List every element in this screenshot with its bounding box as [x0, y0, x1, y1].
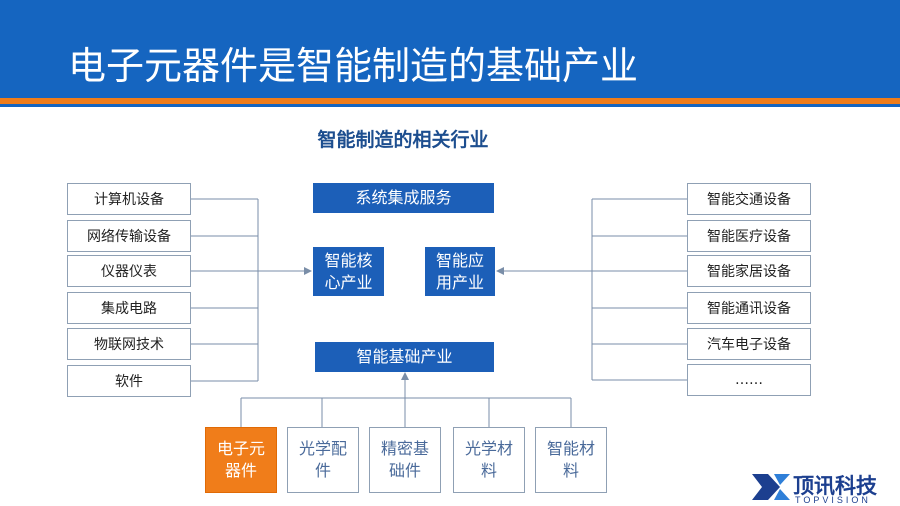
material-line1: 电子元 [216, 439, 265, 458]
logo-subtitle: TOPVISION [795, 495, 871, 505]
slide-title: 电子元器件是智能制造的基础产业 [68, 44, 639, 88]
material-line1: 光学配 [298, 439, 347, 458]
material-line1: 精密基 [380, 439, 429, 458]
left-item-network-transmission: 网络传输设备 [67, 220, 191, 252]
core-industry-line2: 心产业 [324, 272, 373, 292]
material-line2: 件 [314, 461, 331, 480]
logo-name: 顶讯科技 [793, 474, 877, 498]
application-industry-line2: 用产业 [435, 272, 484, 292]
material-line1: 光学材 [464, 439, 513, 458]
left-item-instruments: 仪器仪表 [67, 255, 191, 287]
diagram-title: 智能制造的相关行业 [317, 129, 489, 151]
material-line1: 智能材 [546, 439, 595, 458]
material-electronic-components: 电子元 器件 [205, 427, 277, 493]
header-bar [0, 0, 900, 98]
left-item-iot: 物联网技术 [67, 328, 191, 360]
header-blue-stripe [0, 104, 900, 107]
material-smart-materials: 智能材 料 [535, 427, 607, 493]
right-item-ellipsis: …… [687, 364, 811, 396]
material-optical-parts: 光学配 件 [287, 427, 359, 493]
basic-industry-box: 智能基础产业 [315, 342, 494, 372]
material-line2: 础件 [388, 461, 421, 480]
material-line2: 料 [480, 461, 497, 480]
header-accent-stripe [0, 98, 900, 104]
left-item-computer-equipment: 计算机设备 [67, 183, 191, 215]
right-item-home: 智能家居设备 [687, 255, 811, 287]
material-line2: 器件 [224, 461, 257, 480]
right-item-medical: 智能医疗设备 [687, 220, 811, 252]
material-precision-parts: 精密基 础件 [369, 427, 441, 493]
right-item-automotive: 汽车电子设备 [687, 328, 811, 360]
core-industry-box: 智能核 心产业 [313, 247, 384, 296]
application-industry-line1: 智能应 [435, 250, 484, 270]
topvision-logo-icon [752, 474, 790, 500]
left-item-integrated-circuits: 集成电路 [67, 292, 191, 324]
right-item-communication: 智能通讯设备 [687, 292, 811, 324]
system-integration-box: 系统集成服务 [313, 183, 494, 213]
core-industry-line1: 智能核 [324, 250, 373, 270]
left-item-software: 软件 [67, 365, 191, 397]
material-optical-materials: 光学材 料 [453, 427, 525, 493]
right-item-traffic: 智能交通设备 [687, 183, 811, 215]
application-industry-box: 智能应 用产业 [425, 247, 495, 296]
material-line2: 料 [562, 461, 579, 480]
